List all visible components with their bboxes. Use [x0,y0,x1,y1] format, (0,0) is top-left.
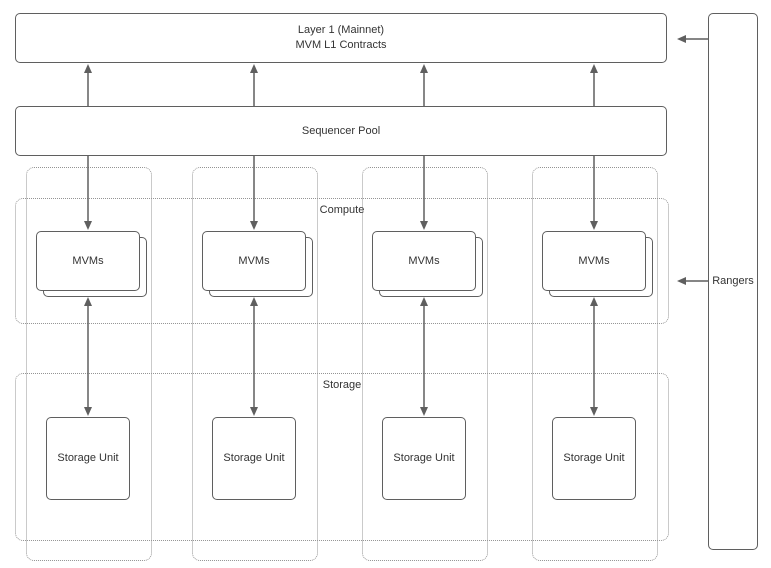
arrowhead-up-icon [84,64,92,73]
arrows-sequencer-to-mvms [84,156,598,230]
arrowhead-down-icon [420,221,428,230]
arrow-rangers-to-mvms [677,277,708,285]
mvm-box-4: MVMs [542,231,646,291]
rangers-label: Rangers [712,275,754,287]
storage-unit-label: Storage Unit [57,452,119,464]
arrowhead-left-icon [677,35,686,43]
arrowhead-up-icon [590,297,598,306]
node-column-2 [192,167,318,561]
mvm-label: MVMs [578,255,610,267]
arrowhead-down-icon [250,407,258,416]
sequencer-pool-box: Sequencer Pool [15,106,667,156]
node-column-4 [532,167,658,561]
storage-unit-label: Storage Unit [223,452,285,464]
mvm-label: MVMs [238,255,270,267]
storage-unit-3: Storage Unit [382,417,466,500]
mvm-box-3: MVMs [372,231,476,291]
layer1-line2: MVM L1 Contracts [295,39,387,51]
node-column-3 [362,167,488,561]
compute-group-label: Compute [319,204,365,216]
mvm-stack-1: MVMs [36,231,147,297]
sequencer-pool-label: Sequencer Pool [301,124,381,137]
arrow-rangers-to-layer1 [677,35,708,43]
mvm-stack-3: MVMs [372,231,483,297]
arrows-mvms-storage-bidirectional [84,297,598,416]
mvm-box-1: MVMs [36,231,140,291]
arrowhead-down-icon [84,407,92,416]
storage-unit-label: Storage Unit [563,452,625,464]
storage-group: Storage [15,373,669,541]
arrows-sequencer-to-layer1 [84,64,598,106]
arrowhead-down-icon [84,221,92,230]
compute-group: Compute [15,198,669,324]
layer1-line1: Layer 1 (Mainnet) [297,24,385,36]
arrowhead-left-icon [677,277,686,285]
mvm-stack-2: MVMs [202,231,313,297]
arrowhead-down-icon [250,221,258,230]
arrowhead-up-icon [250,297,258,306]
arrowhead-down-icon [420,407,428,416]
storage-unit-label: Storage Unit [393,452,455,464]
storage-unit-2: Storage Unit [212,417,296,500]
mvm-stack-4: MVMs [542,231,653,297]
arrowhead-up-icon [420,64,428,73]
arrowhead-up-icon [420,297,428,306]
storage-unit-4: Storage Unit [552,417,636,500]
arrowhead-down-icon [590,221,598,230]
mvm-label: MVMs [408,255,440,267]
arrowhead-up-icon [590,64,598,73]
node-column-1 [26,167,152,561]
arrowhead-up-icon [250,64,258,73]
storage-unit-1: Storage Unit [46,417,130,500]
mvm-label: MVMs [72,255,104,267]
storage-group-label: Storage [322,379,362,391]
rangers-box: Rangers [708,13,758,550]
layer1-box: Layer 1 (Mainnet) MVM L1 Contracts [15,13,667,63]
mvm-box-2: MVMs [202,231,306,291]
arrowhead-up-icon [84,297,92,306]
arrowhead-down-icon [590,407,598,416]
